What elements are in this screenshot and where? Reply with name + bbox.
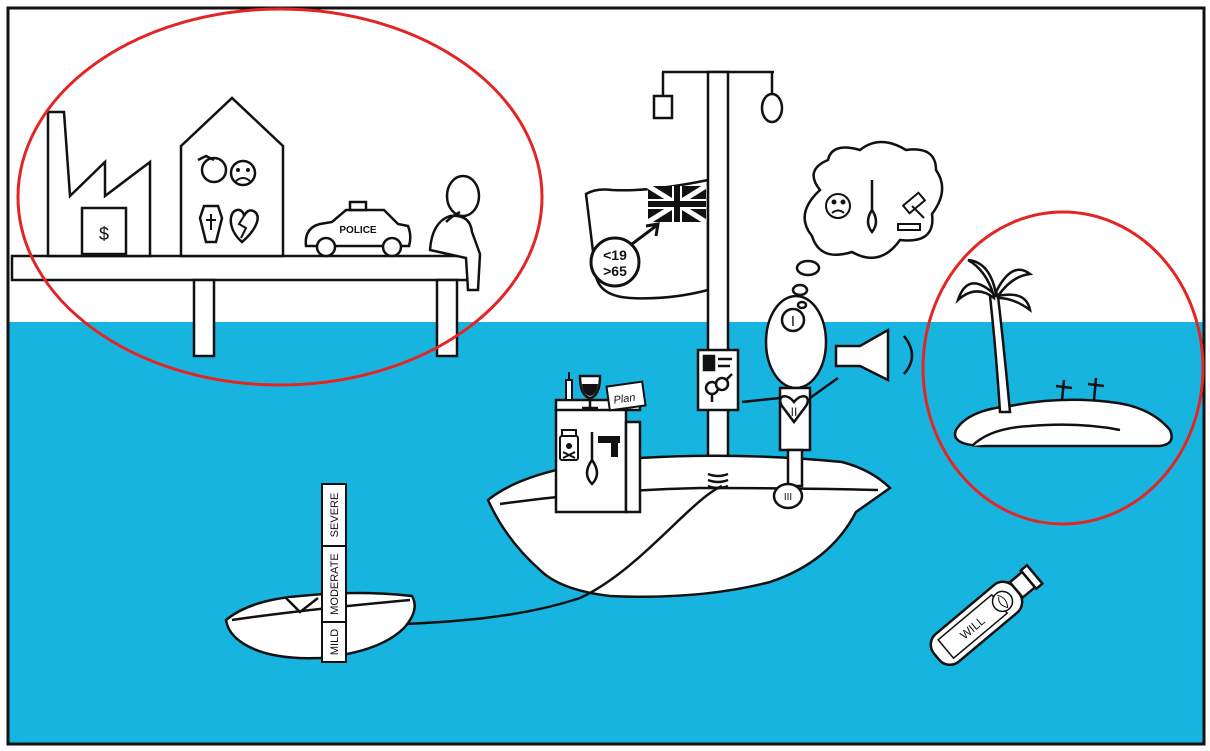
mast-pole — [706, 70, 730, 514]
severe-label: SEVERE — [329, 493, 341, 538]
highlight-circle-island — [921, 210, 1205, 526]
age-under-label: <19 — [603, 247, 627, 263]
male-symbol-icon: <19 >65 — [589, 222, 660, 288]
message-bottle-icon: WILL — [929, 563, 1045, 667]
plan-label: Plan — [613, 392, 636, 407]
highlight-circle-pier — [16, 7, 544, 387]
sad-face-icon — [229, 159, 257, 187]
thought-noose-icon — [866, 180, 878, 235]
mild-label: MILD — [329, 629, 341, 655]
police-label: POLICE — [339, 225, 377, 236]
palm-tree-icon — [955, 258, 1034, 414]
union-jack-icon — [646, 183, 708, 225]
age-over-label: >65 — [603, 263, 627, 279]
broken-heart-icon — [229, 208, 259, 244]
grave-cross-icon — [1055, 377, 1105, 401]
coffin-icon — [198, 204, 224, 244]
gun-icon — [598, 436, 620, 457]
syringe-icon — [565, 372, 573, 401]
noose-icon — [585, 432, 599, 486]
wine-glass-icon — [578, 374, 602, 410]
tow-rope — [404, 484, 723, 626]
factory-icon: $ — [46, 110, 152, 258]
gender-symbols-icon — [704, 373, 733, 402]
numeral-one-label: I — [791, 313, 795, 330]
dollar-label: $ — [99, 224, 109, 244]
gavel-icon — [897, 191, 927, 231]
fist-icon — [197, 154, 228, 184]
poison-bottle-icon — [559, 429, 579, 461]
figure: I II III — [741, 294, 839, 510]
mast-rope-coil — [707, 472, 729, 490]
severity-gauge: SEVERE MODERATE MILD — [321, 483, 347, 663]
police-car-icon: POLICE — [304, 200, 412, 258]
thought-sad-face-icon — [825, 193, 851, 219]
numeral-two-label: II — [791, 405, 798, 419]
plan-note: Plan — [605, 380, 647, 412]
mast-sign — [696, 348, 740, 412]
megaphone-icon — [834, 327, 914, 383]
distressed-person-icon — [428, 174, 482, 292]
moderate-label: MODERATE — [329, 553, 341, 615]
flag: <19 >65 — [584, 178, 710, 300]
numeral-three-label: III — [784, 492, 792, 503]
